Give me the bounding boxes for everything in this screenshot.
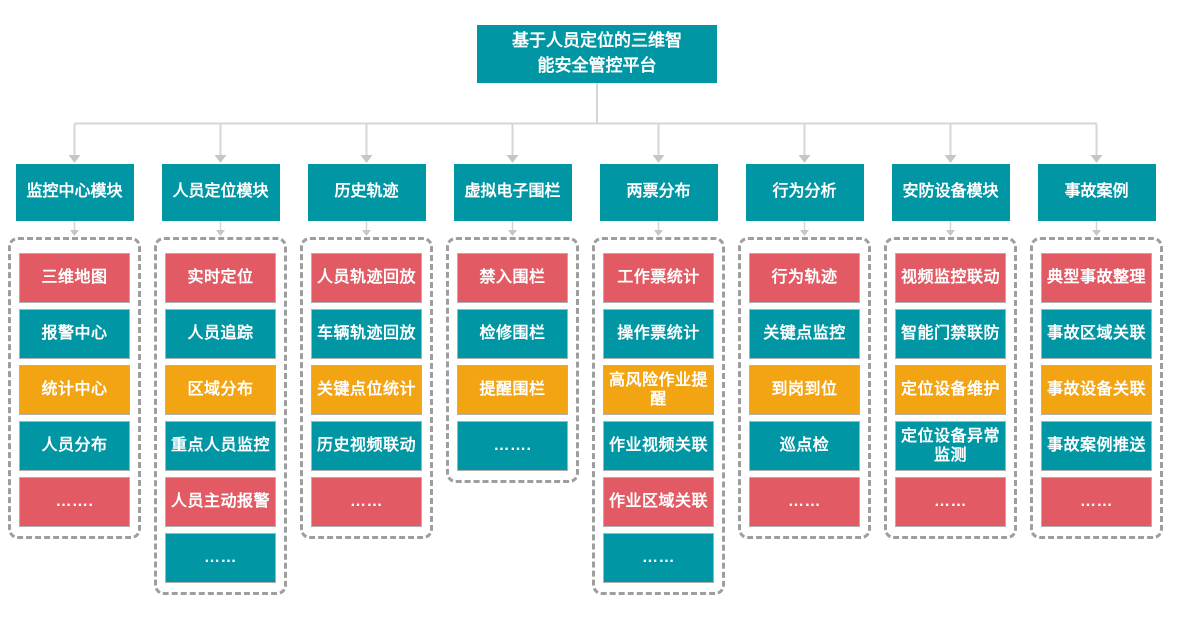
module-item[interactable]: 区域分布: [165, 365, 276, 415]
module-item[interactable]: 巡点检: [749, 421, 860, 471]
module-header[interactable]: 虚拟电子围栏: [453, 164, 572, 221]
module-column: 人员定位模块 实时定位人员追踪区域分布重点人员监控人员主动报警 ……: [154, 164, 287, 595]
module-item[interactable]: ……: [311, 477, 422, 527]
header-to-group-stem: [592, 221, 725, 237]
module-items-group: 工作票统计操作票统计高风险作业提醒作业视频关联作业区域关联 ……: [592, 237, 725, 595]
module-header[interactable]: 人员定位模块: [161, 164, 280, 221]
module-item[interactable]: ……: [1041, 477, 1152, 527]
header-to-group-stem: [154, 221, 287, 237]
module-item[interactable]: 典型事故整理: [1041, 253, 1152, 303]
module-items-group: 视频监控联动智能门禁联防定位设备维护定位设备异常监测 ……: [884, 237, 1017, 539]
platform-title-box[interactable]: 基于人员定位的三维智能安全管控平台: [477, 25, 717, 83]
module-item[interactable]: 关键点监控: [749, 309, 860, 359]
module-items-group: 禁入围栏检修围栏提醒围栏 …….: [446, 237, 579, 483]
header-to-group-stem: [884, 221, 1017, 237]
module-column: 事故案例 典型事故整理事故区域关联事故设备关联事故案例推送 ……: [1030, 164, 1163, 539]
module-column: 两票分布 工作票统计操作票统计高风险作业提醒作业视频关联作业区域关联 ……: [592, 164, 725, 595]
module-item[interactable]: 定位设备异常监测: [895, 421, 1006, 471]
module-header[interactable]: 安防设备模块: [891, 164, 1010, 221]
module-item[interactable]: 报警中心: [19, 309, 130, 359]
module-item[interactable]: 关键点位统计: [311, 365, 422, 415]
module-items-group: 典型事故整理事故区域关联事故设备关联事故案例推送 ……: [1030, 237, 1163, 539]
module-item[interactable]: 行为轨迹: [749, 253, 860, 303]
module-item[interactable]: 统计中心: [19, 365, 130, 415]
module-item[interactable]: 检修围栏: [457, 309, 568, 359]
module-item[interactable]: 人员主动报警: [165, 477, 276, 527]
module-items-group: 人员轨迹回放车辆轨迹回放关键点位统计历史视频联动 ……: [300, 237, 433, 539]
module-item[interactable]: ……: [749, 477, 860, 527]
header-to-group-stem: [1030, 221, 1163, 237]
module-item[interactable]: …….: [19, 477, 130, 527]
module-header-label: 两票分布: [626, 183, 691, 201]
module-item[interactable]: 禁入围栏: [457, 253, 568, 303]
module-header-label: 人员定位模块: [172, 183, 269, 201]
module-item[interactable]: 视频监控联动: [895, 253, 1006, 303]
module-items-group: 三维地图报警中心统计中心人员分布 …….: [8, 237, 141, 539]
module-header-label: 事故案例: [1064, 183, 1129, 201]
module-item[interactable]: 作业视频关联: [603, 421, 714, 471]
module-header-label: 安防设备模块: [902, 183, 999, 201]
module-header-label: 监控中心模块: [26, 183, 123, 201]
module-item[interactable]: 作业区域关联: [603, 477, 714, 527]
module-item[interactable]: 事故设备关联: [1041, 365, 1152, 415]
module-header[interactable]: 监控中心模块: [15, 164, 134, 221]
module-header[interactable]: 历史轨迹: [307, 164, 426, 221]
header-to-group-stem: [8, 221, 141, 237]
module-item[interactable]: 提醒围栏: [457, 365, 568, 415]
module-item[interactable]: 历史视频联动: [311, 421, 422, 471]
module-item[interactable]: 操作票统计: [603, 309, 714, 359]
module-header-label: 历史轨迹: [334, 183, 399, 201]
module-item[interactable]: ……: [165, 533, 276, 583]
module-header[interactable]: 两票分布: [599, 164, 718, 221]
module-item[interactable]: ……: [895, 477, 1006, 527]
module-item[interactable]: 车辆轨迹回放: [311, 309, 422, 359]
module-item[interactable]: 到岗到位: [749, 365, 860, 415]
module-column: 安防设备模块 视频监控联动智能门禁联防定位设备维护定位设备异常监测 ……: [884, 164, 1017, 539]
module-header-label: 行为分析: [772, 183, 837, 201]
module-item[interactable]: 人员分布: [19, 421, 130, 471]
module-item[interactable]: 三维地图: [19, 253, 130, 303]
module-item[interactable]: 事故区域关联: [1041, 309, 1152, 359]
module-item[interactable]: 重点人员监控: [165, 421, 276, 471]
module-header[interactable]: 行为分析: [745, 164, 864, 221]
module-item[interactable]: 智能门禁联防: [895, 309, 1006, 359]
module-item[interactable]: 事故案例推送: [1041, 421, 1152, 471]
module-item[interactable]: 工作票统计: [603, 253, 714, 303]
module-items-group: 行为轨迹关键点监控到岗到位巡点检 ……: [738, 237, 871, 539]
module-items-group: 实时定位人员追踪区域分布重点人员监控人员主动报警 ……: [154, 237, 287, 595]
module-header-label: 虚拟电子围栏: [464, 183, 561, 201]
header-to-group-stem: [446, 221, 579, 237]
module-column: 行为分析 行为轨迹关键点监控到岗到位巡点检 ……: [738, 164, 871, 539]
modules-row: 监控中心模块 三维地图报警中心统计中心人员分布……. 人员定位模块 实时定位人员…: [8, 164, 1165, 595]
platform-title: 基于人员定位的三维智能安全管控平台: [512, 31, 682, 75]
module-item[interactable]: ……: [603, 533, 714, 583]
header-to-group-stem: [738, 221, 871, 237]
module-column: 历史轨迹 人员轨迹回放车辆轨迹回放关键点位统计历史视频联动 ……: [300, 164, 433, 539]
module-item[interactable]: 实时定位: [165, 253, 276, 303]
module-item[interactable]: 高风险作业提醒: [603, 365, 714, 415]
module-item[interactable]: 定位设备维护: [895, 365, 1006, 415]
module-column: 虚拟电子围栏 禁入围栏检修围栏提醒围栏 …….: [446, 164, 579, 483]
module-header[interactable]: 事故案例: [1037, 164, 1156, 221]
module-item[interactable]: …….: [457, 421, 568, 471]
header-to-group-stem: [300, 221, 433, 237]
module-item[interactable]: 人员追踪: [165, 309, 276, 359]
module-column: 监控中心模块 三维地图报警中心统计中心人员分布 …….: [8, 164, 141, 539]
module-item[interactable]: 人员轨迹回放: [311, 253, 422, 303]
